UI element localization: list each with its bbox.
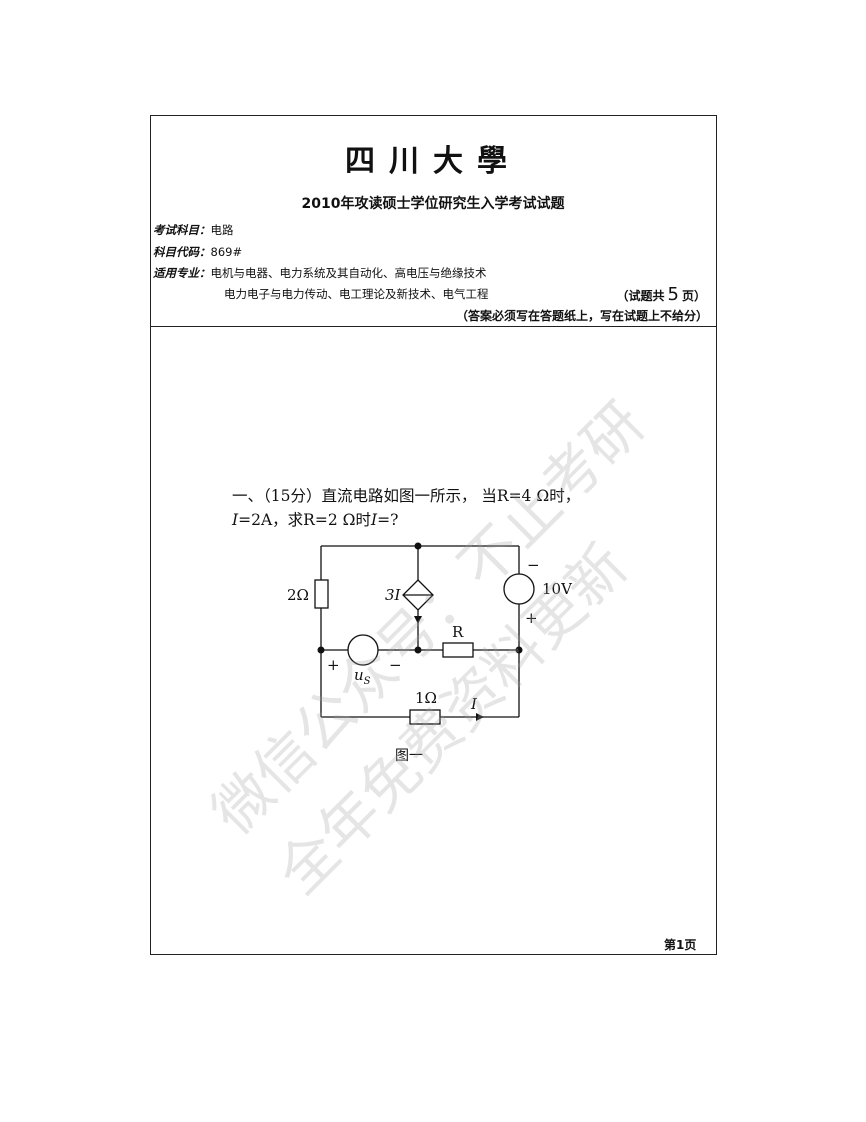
dependent-current-source xyxy=(402,579,434,624)
label-us: uS xyxy=(354,666,371,687)
subject-label: 考试科目： xyxy=(153,223,211,237)
resistor-1ohm xyxy=(409,709,441,725)
voltage-source-us xyxy=(347,634,379,666)
resistor-2ohm xyxy=(314,579,329,609)
question-1-line1: 一、（15分）直流电路如图一所示， 当R=4 Ω时， xyxy=(232,487,581,505)
majors-label: 适用专业： xyxy=(153,266,211,280)
page-frame xyxy=(150,115,717,955)
label-10v-plus: + xyxy=(525,609,538,627)
label-10v: 10V xyxy=(542,580,573,598)
header-divider xyxy=(150,326,717,327)
exam-title: 2010年攻读硕士学位研究生入学考试试题 xyxy=(301,196,565,212)
page-count: 5 xyxy=(667,284,679,305)
majors-row: 适用专业：电机与电器、电力系统及其自动化、高电压与绝缘技术 xyxy=(153,265,487,281)
code-value: 869# xyxy=(210,245,243,259)
junction-dots xyxy=(317,542,523,654)
code-row: 科目代码：869# xyxy=(153,244,242,260)
page-number: 第1页 xyxy=(664,938,697,952)
arrow-down-icon xyxy=(414,616,422,624)
label-us-plus: + xyxy=(327,656,340,674)
current-arrow-icon xyxy=(476,713,484,721)
resistor-r xyxy=(442,642,474,658)
label-us-minus: − xyxy=(389,656,402,674)
majors-line2: 电力电子与电力传动、电工理论及新技术、电气工程 xyxy=(224,287,489,301)
label-3i: 3I xyxy=(385,586,402,604)
label-r: R xyxy=(452,623,464,641)
subject-value: 电路 xyxy=(210,223,234,237)
figure-caption: 图一 xyxy=(395,748,423,764)
answer-instruction: （答案必须写在答题纸上，写在试题上不给分） xyxy=(455,309,708,323)
label-current-i: I xyxy=(470,695,478,713)
label-1ohm: 1Ω xyxy=(415,689,437,707)
majors-line1: 电机与电器、电力系统及其自动化、高电压与绝缘技术 xyxy=(210,266,487,280)
question-1-line2: I=2A，求R=2 Ω时I=? xyxy=(232,511,399,529)
label-10v-minus: − xyxy=(527,556,540,574)
university-name: 四川大學 xyxy=(345,144,521,179)
code-label: 科目代码： xyxy=(153,245,211,259)
label-2ohm: 2Ω xyxy=(287,586,309,604)
voltage-source-10v xyxy=(503,573,535,605)
subject-row: 考试科目：电路 xyxy=(153,222,234,238)
